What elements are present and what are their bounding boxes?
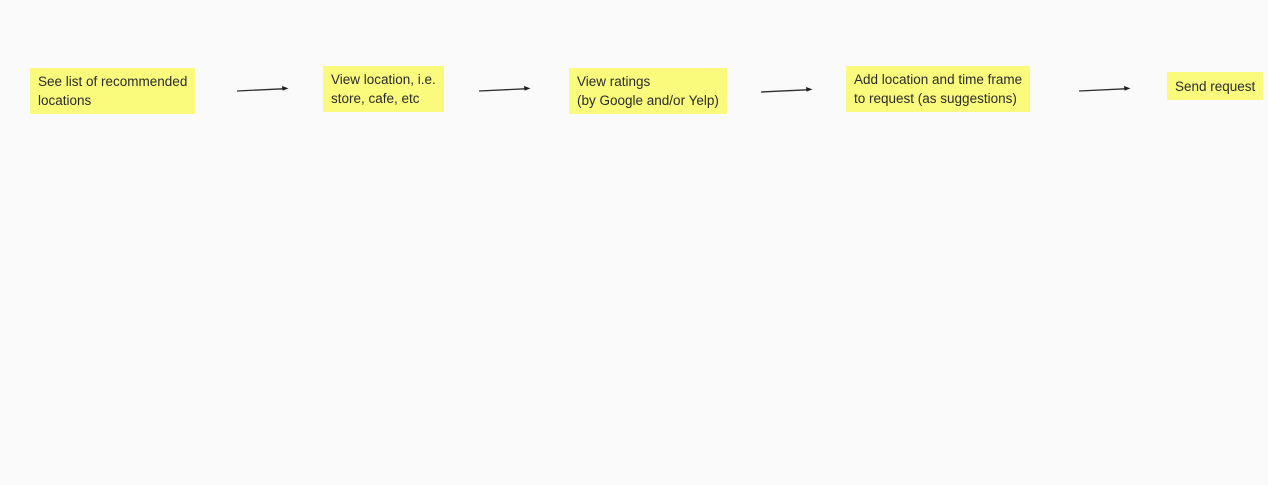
sticky-note-5[interactable]: Send request [1167,72,1264,100]
arrow-line [478,88,526,92]
arrow-line [236,88,284,92]
sticky-note-5-text: Send request [1175,78,1256,94]
sticky-note-1-text: See list of recommended locations [38,74,188,108]
arrowhead-icon [282,86,289,91]
arrow-line [1078,88,1126,92]
sticky-note-3[interactable]: View ratings (by Google and/or Yelp) [569,68,727,114]
flow-arrow-4[interactable] [1078,82,1132,94]
flow-arrow-2[interactable] [478,82,532,94]
flow-arrow-1[interactable] [236,82,290,94]
arrowhead-icon [806,87,813,92]
arrow-line [760,89,808,93]
flow-arrow-3[interactable] [760,83,814,95]
arrowhead-icon [524,86,531,91]
sticky-note-4-text: Add location and time frame to request (… [854,72,1023,106]
arrowhead-icon [1124,86,1131,91]
sticky-note-1[interactable]: See list of recommended locations [30,68,196,114]
sticky-note-3-text: View ratings (by Google and/or Yelp) [577,74,719,108]
sticky-note-2-text: View location, i.e. store, cafe, etc [331,72,436,106]
sticky-note-2[interactable]: View location, i.e. store, cafe, etc [323,66,444,112]
sticky-note-4[interactable]: Add location and time frame to request (… [846,66,1031,112]
